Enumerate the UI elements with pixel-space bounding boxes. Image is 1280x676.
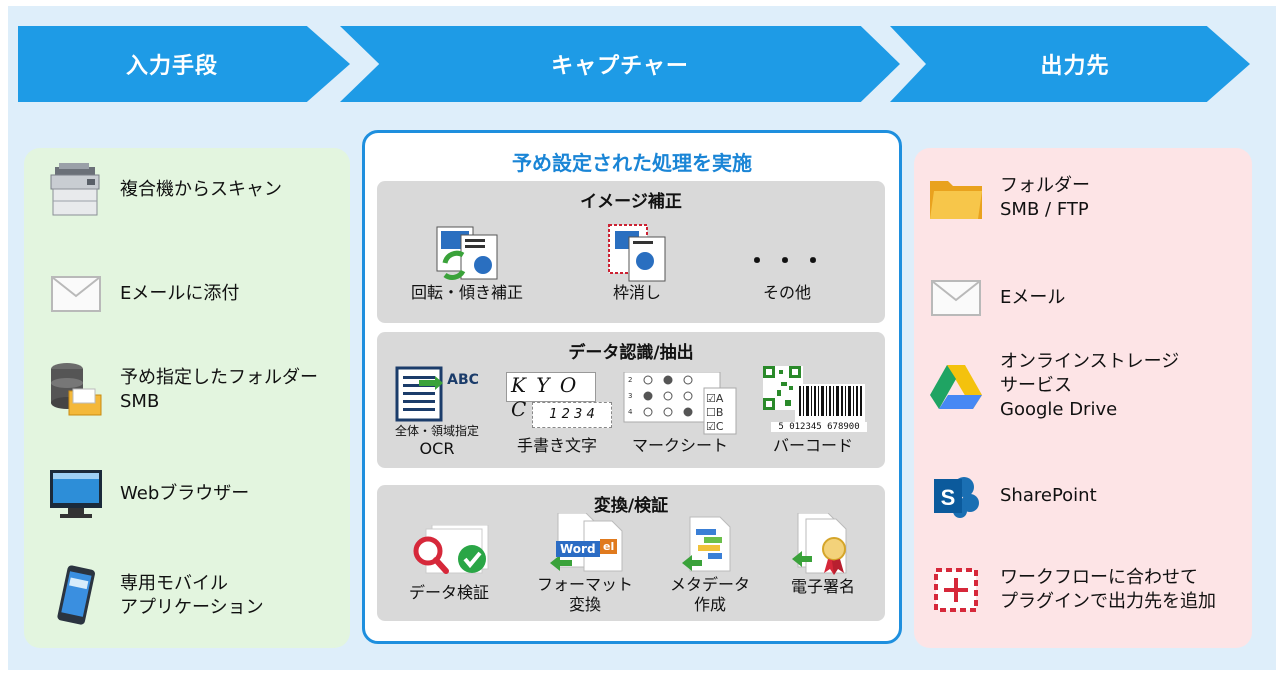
output-item-sharepoint: S SharePoint bbox=[926, 466, 1097, 526]
ocr-sub-label: 全体・領域指定 bbox=[394, 424, 479, 438]
svg-text:2: 2 bbox=[628, 376, 632, 384]
output-panel: フォルダー SMB / FTP Eメール オンラインストレージ サービス Goo… bbox=[914, 148, 1252, 648]
barcode-item: 5 012345 678900 バーコード bbox=[757, 366, 869, 456]
input-item-label: 専用モバイル アプリケーション bbox=[120, 573, 264, 618]
svg-text:3: 3 bbox=[628, 392, 632, 400]
digital-signature-label: 電子署名 bbox=[790, 577, 855, 596]
other-label: その他 bbox=[762, 283, 811, 302]
input-item-web: Webブラウザー bbox=[46, 464, 249, 524]
input-item-email: Eメールに添付 bbox=[46, 264, 239, 324]
svg-text:S: S bbox=[941, 485, 956, 510]
rotate-deskew-item: 回転・傾き補正 bbox=[397, 223, 537, 303]
section-title: データ認識/抽出 bbox=[568, 343, 694, 363]
input-item-label: Eメールに添付 bbox=[120, 283, 240, 304]
monitor-icon bbox=[46, 464, 106, 524]
rotate-deskew-icon bbox=[436, 226, 498, 280]
marksheet-item: 2 3 4 ☑A☐B☑C マークシート bbox=[619, 372, 741, 456]
ellipsis-icon: ・・・ bbox=[745, 247, 829, 275]
step-input-label: 入力手段 bbox=[125, 54, 218, 79]
input-item-scan: 複合機からスキャン bbox=[46, 160, 282, 220]
section-title: 変換/検証 bbox=[593, 496, 669, 516]
rotate-deskew-label: 回転・傾き補正 bbox=[410, 283, 523, 302]
section-data-recognition: データ認識/抽出 ABC 全体・領域指定 OCR K Y O C bbox=[377, 332, 885, 468]
frame-erase-icon bbox=[608, 224, 666, 282]
input-item-mobile: 専用モバイル アプリケーション bbox=[46, 565, 264, 626]
handwriting-sample: K Y O C bbox=[506, 372, 596, 421]
frame-erase-label: 枠消し bbox=[612, 283, 661, 302]
output-item-email: Eメール bbox=[926, 268, 1065, 328]
digital-signature-item: 電子署名 bbox=[771, 513, 875, 597]
folder-icon bbox=[926, 168, 986, 228]
data-verify-item: データ検証 bbox=[391, 525, 507, 603]
format-convert-icon: Word el bbox=[540, 513, 630, 575]
output-item-label: フォルダー SMB / FTP bbox=[1000, 175, 1090, 220]
input-item-label: 予め指定したフォルダー SMB bbox=[120, 367, 318, 412]
barcode-label: バーコード bbox=[772, 436, 853, 455]
barcode-digits: 5 012345 678900 bbox=[771, 422, 867, 432]
handwriting-label: 手書き文字 bbox=[516, 436, 597, 455]
barcode-icon: 5 012345 678900 bbox=[759, 366, 867, 436]
data-verify-label: データ検証 bbox=[408, 583, 489, 602]
input-item-label: Webブラウザー bbox=[120, 483, 250, 504]
metadata-label: メタデータ 作成 bbox=[669, 575, 750, 614]
envelope-icon bbox=[46, 264, 106, 324]
output-item-label: ワークフローに合わせて プラグインで出力先を追加 bbox=[1000, 567, 1216, 612]
input-item-folder: 予め指定したフォルダー SMB bbox=[46, 360, 318, 420]
output-item-plugin: ワークフローに合わせて プラグインで出力先を追加 bbox=[926, 560, 1216, 620]
capture-panel: 予め設定された処理を実施 イメージ補正 回転・傾き補正 bbox=[362, 130, 902, 644]
other-item: ・・・ その他 bbox=[737, 241, 837, 303]
ocr-label: OCR bbox=[419, 439, 455, 458]
section-image-correction: イメージ補正 回転・傾き補正 枠消し bbox=[377, 181, 885, 323]
excel-badge: el bbox=[600, 539, 618, 554]
marksheet-icon: 2 3 4 ☑A☐B☑C bbox=[623, 372, 737, 435]
step-capture-arrow: キャプチャー bbox=[340, 26, 900, 102]
word-badge: Word bbox=[556, 541, 600, 557]
envelope-icon bbox=[926, 268, 986, 328]
section-convert-verify: 変換/検証 データ検証 Word el フォ bbox=[377, 485, 885, 621]
ocr-icon: ABC bbox=[395, 366, 479, 422]
ocr-abc-text: ABC bbox=[447, 372, 479, 388]
marksheet-label: マークシート bbox=[631, 436, 728, 455]
metadata-item: メタデータ 作成 bbox=[655, 513, 765, 615]
svg-text:4: 4 bbox=[628, 408, 633, 416]
printer-icon bbox=[46, 160, 106, 220]
svg-text:☑A: ☑A bbox=[706, 392, 724, 405]
format-convert-item: Word el フォーマット 変換 bbox=[523, 513, 647, 615]
sharepoint-icon: S bbox=[926, 466, 986, 526]
database-folder-icon bbox=[46, 360, 106, 420]
step-output-arrow: 出力先 bbox=[890, 26, 1250, 102]
data-verify-icon bbox=[413, 525, 489, 574]
output-item-label: Eメール bbox=[1000, 287, 1066, 308]
output-item-label: SharePoint bbox=[1000, 485, 1097, 506]
input-panel: 複合機からスキャン Eメールに添付 予め指定したフォルダー SMB bbox=[24, 148, 350, 648]
handwriting-digits: 1 2 3 4 bbox=[532, 402, 612, 428]
ocr-item: ABC 全体・領域指定 OCR bbox=[385, 366, 489, 459]
output-item-label: オンラインストレージ サービス Google Drive bbox=[1000, 351, 1180, 420]
digital-signature-icon bbox=[792, 513, 847, 575]
frame-erase-item: 枠消し bbox=[577, 223, 697, 303]
format-convert-label: フォーマット 変換 bbox=[536, 575, 633, 614]
svg-text:☐B: ☐B bbox=[706, 406, 723, 419]
step-input-arrow: 入力手段 bbox=[18, 26, 350, 102]
step-capture-label: キャプチャー bbox=[551, 54, 689, 79]
step-output-label: 出力先 bbox=[1040, 54, 1110, 79]
metadata-icon bbox=[682, 516, 731, 572]
output-item-google-drive: オンラインストレージ サービス Google Drive bbox=[926, 350, 1179, 422]
svg-text:☑C: ☑C bbox=[706, 420, 724, 433]
output-item-folder: フォルダー SMB / FTP bbox=[926, 168, 1090, 228]
plugin-add-icon bbox=[926, 560, 986, 620]
capture-title: 予め設定された処理を実施 bbox=[512, 151, 752, 175]
google-drive-icon bbox=[926, 356, 986, 416]
handwriting-icon: K Y O C 1 2 3 4 bbox=[502, 372, 612, 436]
section-title: イメージ補正 bbox=[580, 192, 682, 212]
input-item-label: 複合機からスキャン bbox=[120, 179, 282, 200]
handwriting-item: K Y O C 1 2 3 4 手書き文字 bbox=[499, 372, 615, 456]
smartphone-icon bbox=[46, 565, 106, 626]
